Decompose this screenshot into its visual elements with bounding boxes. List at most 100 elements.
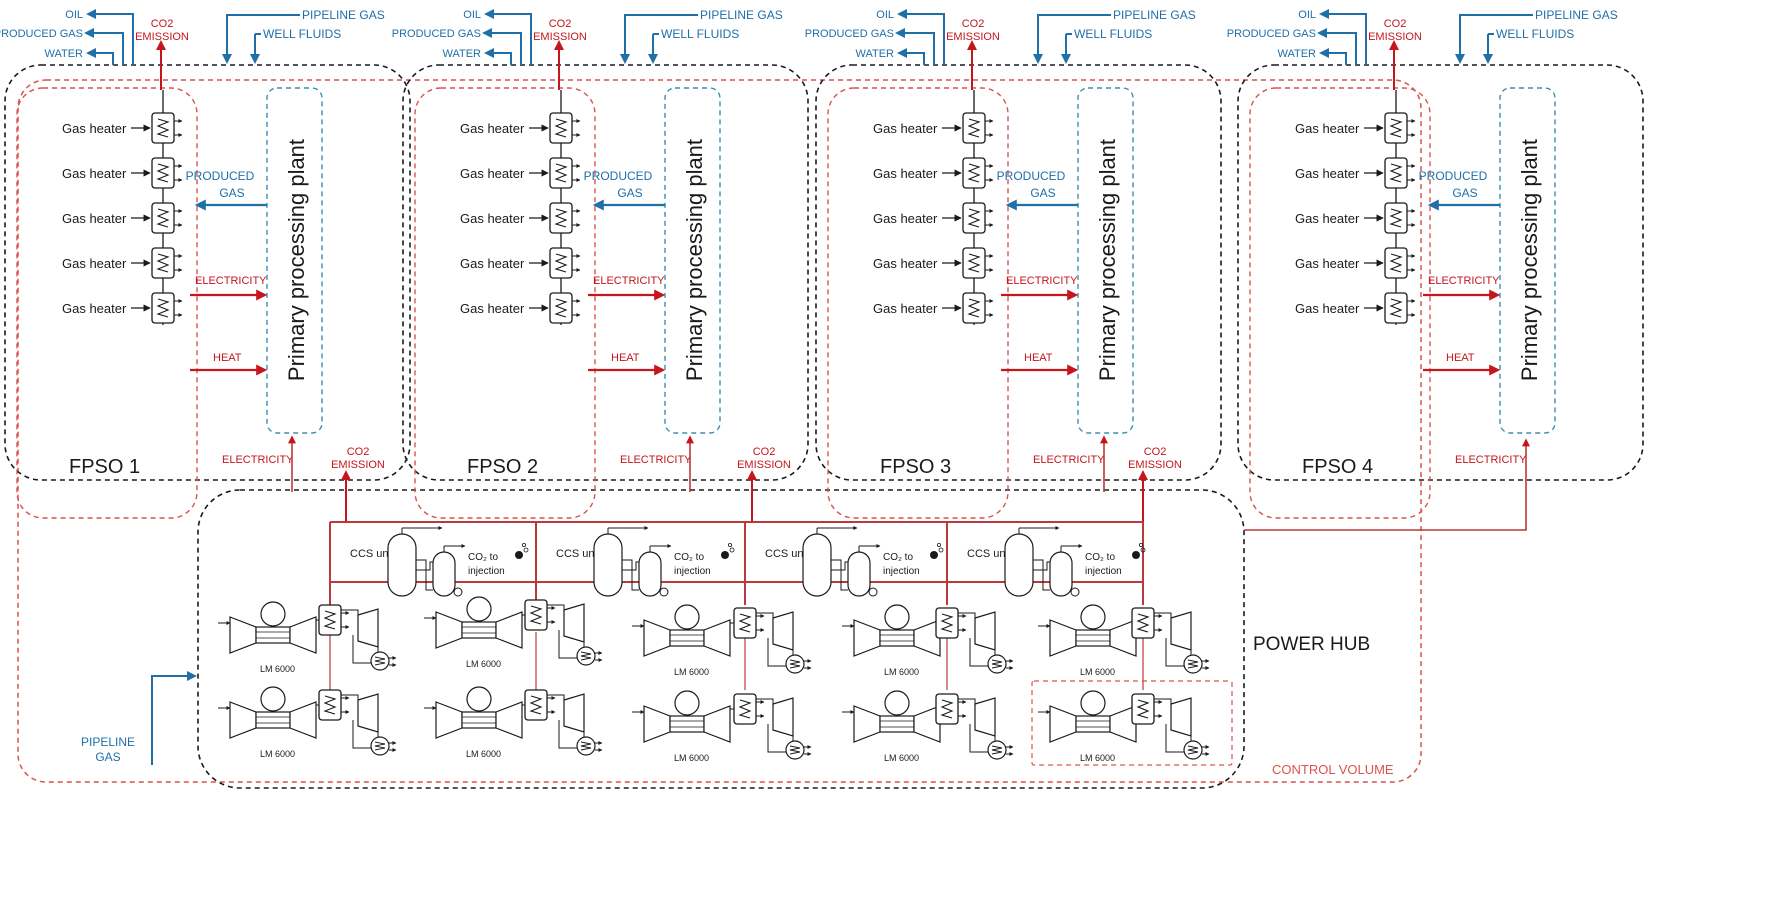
fpso-name: FPSO 2 (467, 456, 538, 478)
combustion-chamber-icon (1080, 690, 1106, 716)
gas-turbine-unit: LM 6000 (218, 686, 317, 759)
injection-label: injection (883, 566, 920, 577)
injection-label: injection (1085, 566, 1122, 577)
steam-turbine-icon (772, 697, 794, 737)
hrsg-unit (958, 611, 1014, 674)
gas-heater-label: Gas heater (62, 166, 127, 181)
hrsg-icon (524, 599, 556, 631)
ccs-link (1033, 559, 1050, 591)
heat-label: HEAT (213, 352, 242, 364)
combustor-shaft-icon (461, 711, 497, 729)
hrsg-icon (935, 693, 967, 725)
hrsg-icon (935, 607, 967, 639)
co2-to-label: CO₂ to (1085, 552, 1115, 563)
gas-heater-label: Gas heater (460, 166, 525, 181)
output-label: PRODUCED GAS (805, 28, 894, 40)
hrsg-unit (756, 611, 812, 674)
pipeline-gas-label: PIPELINE GAS (1113, 8, 1196, 22)
combustion-chamber-icon (466, 596, 492, 622)
gas-heater-icon (151, 112, 183, 144)
power-hub-box (197, 489, 1245, 789)
lm6000-label: LM 6000 (1080, 753, 1115, 763)
condenser-icon (785, 740, 805, 760)
ccs-link (416, 559, 433, 591)
ccs-link (831, 561, 848, 571)
ccs-link (1033, 561, 1050, 571)
gas-heater-label: Gas heater (1295, 211, 1360, 226)
gas-turbine-unit: LM 6000 (842, 690, 941, 763)
electricity-label: ELECTRICITY (1428, 275, 1500, 287)
gas-turbine-unit: LM 6000 (632, 604, 731, 677)
turbine-icon (289, 701, 317, 739)
gas-turbine-unit: LM 6000 (218, 601, 317, 674)
ccs-link (622, 559, 639, 591)
steam-turbine-icon (974, 611, 996, 651)
hrsg-unit (547, 603, 603, 666)
pipeline-gas-input (222, 14, 300, 64)
hrsg-icon (733, 607, 765, 639)
combustor-shaft-icon (669, 715, 705, 733)
pipeline-gas-label: PIPELINE GAS (1535, 8, 1618, 22)
gas-heater-label: Gas heater (62, 121, 127, 136)
lm6000-label: LM 6000 (260, 749, 295, 759)
output-flow-0 (1319, 9, 1367, 65)
gas-heater-icon (1384, 202, 1416, 234)
steam-turbine-icon (563, 693, 585, 733)
gas-heater-icon (549, 292, 581, 324)
gas-turbine-unit: LM 6000 (1038, 604, 1137, 677)
gas-turbine-unit: LM 6000 (842, 604, 941, 677)
hrsg-icon (318, 604, 350, 636)
output-flow-0 (897, 9, 945, 65)
primary-processing-plant-label: Primary processing plant (1095, 139, 1120, 381)
lm6000-label: LM 6000 (260, 664, 295, 674)
gas-heater-label: Gas heater (1295, 166, 1360, 181)
gas-heater-label: Gas heater (1295, 301, 1360, 316)
pipeline-gas-label: PIPELINE GAS (302, 8, 385, 22)
stripper-column-icon (1049, 551, 1073, 597)
compressor-icon (643, 619, 671, 657)
hrsg-icon (524, 689, 556, 721)
well-fluids-label: WELL FLUIDS (1074, 27, 1152, 41)
turbine-icon (703, 705, 731, 743)
heat-label: HEAT (1024, 352, 1053, 364)
gas-heater-icon (151, 247, 183, 279)
output-label: WATER (443, 48, 482, 60)
steam-turbine-icon (1170, 697, 1192, 737)
gas-heater-icon (962, 247, 994, 279)
co2-to-label: CO₂ to (883, 552, 913, 563)
bubble-icon (1132, 551, 1140, 559)
pipeline-gas-input (1033, 14, 1111, 64)
electricity-input-label: ELECTRICITY (1033, 454, 1105, 466)
gas-heater-label: Gas heater (62, 301, 127, 316)
output-label: OIL (876, 9, 894, 21)
compressor-icon (229, 701, 257, 739)
output-label: WATER (1278, 48, 1317, 60)
ccs-unit-label: CCS unit (765, 548, 809, 560)
gas-heater-label: Gas heater (873, 121, 938, 136)
gas-turbine-unit: LM 6000 (424, 596, 523, 669)
electricity-label: ELECTRICITY (593, 275, 665, 287)
condenser-icon (576, 736, 596, 756)
fpso-box (4, 64, 411, 481)
combustor-shaft-icon (1075, 629, 1111, 647)
turbine-icon (703, 619, 731, 657)
absorber-column-icon (387, 533, 417, 597)
gas-heater-icon (151, 292, 183, 324)
well-fluids-label: WELL FLUIDS (661, 27, 739, 41)
hrsg-unit (341, 693, 397, 756)
fpso-box (1237, 64, 1644, 481)
output-flow-2 (1319, 48, 1347, 65)
electricity-label: ELECTRICITY (195, 275, 267, 287)
turbine-icon (289, 616, 317, 654)
primary-processing-plant-label: Primary processing plant (284, 139, 309, 381)
fpso-boundary (414, 87, 596, 519)
combustor-shaft-icon (461, 621, 497, 639)
highlighted-train-box (1031, 680, 1233, 766)
well-fluids-label: WELL FLUIDS (263, 27, 341, 41)
